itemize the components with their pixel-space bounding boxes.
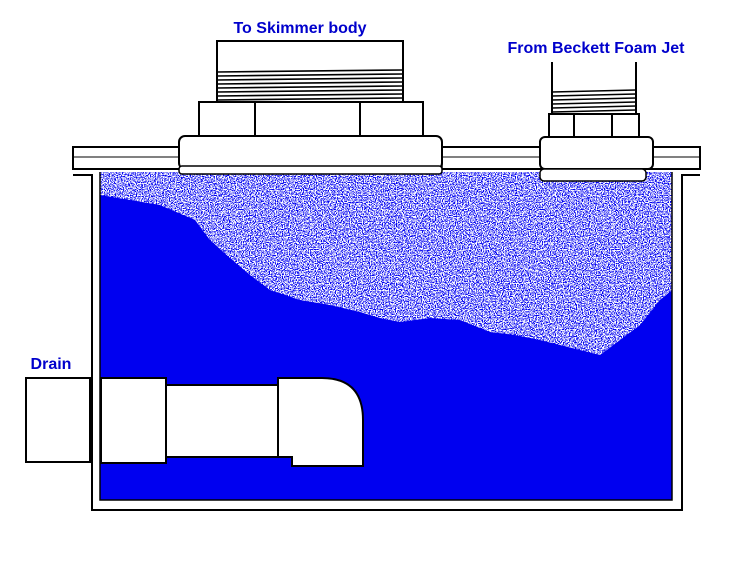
sump-outer-wall — [73, 174, 700, 511]
drain-pipe — [25, 377, 364, 467]
to-skimmer-label: To Skimmer body — [233, 20, 366, 37]
from-jet-label: From Beckett Foam Jet — [508, 40, 686, 57]
jet-threads — [551, 89, 637, 113]
skimmer-connector — [178, 40, 443, 175]
foam-layer — [100, 172, 672, 355]
foam-jet-connector — [539, 62, 654, 182]
sump-inner-wall — [99, 172, 673, 501]
drain-label: Drain — [31, 356, 72, 373]
skimmer-threads — [216, 69, 404, 101]
